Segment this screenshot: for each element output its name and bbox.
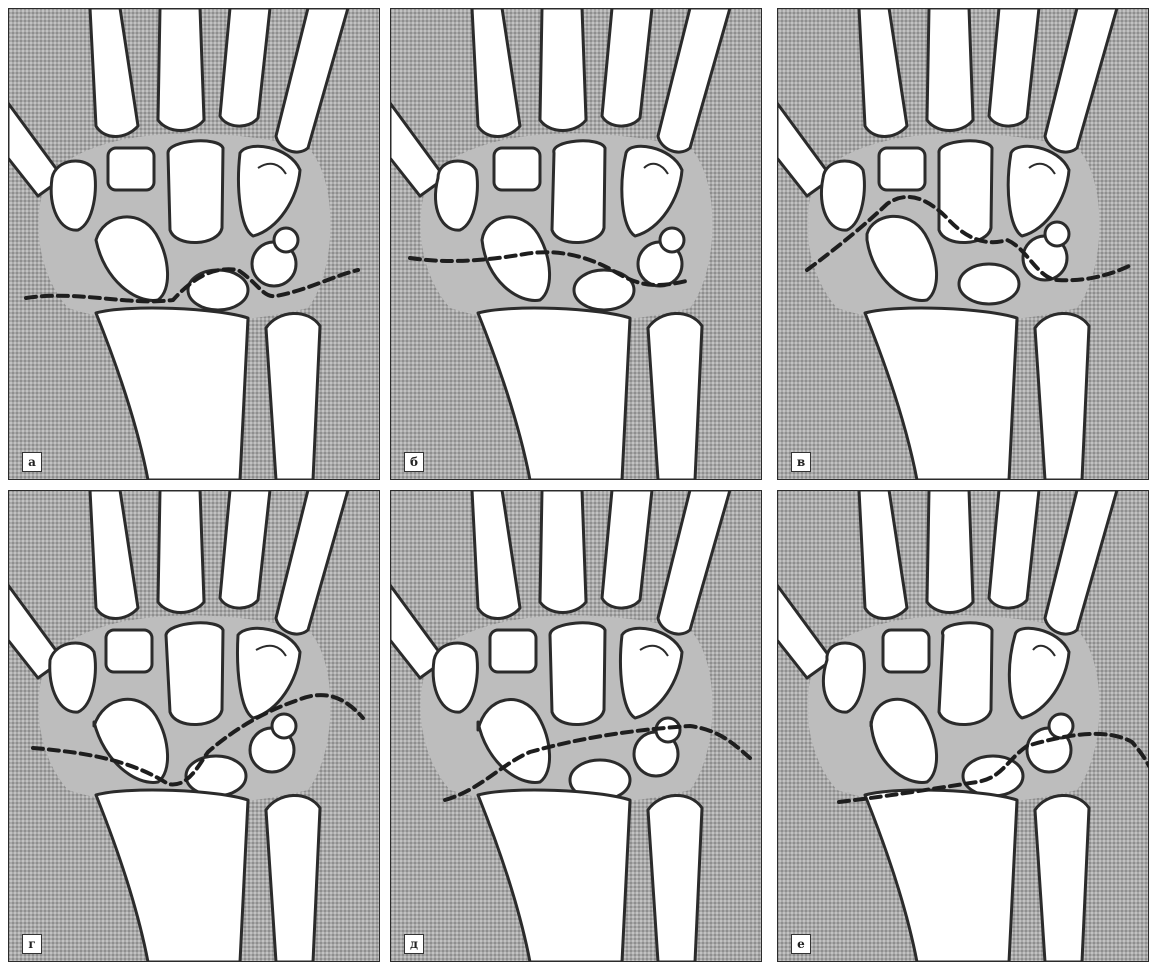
pisiform bbox=[660, 228, 684, 252]
ulna bbox=[1035, 795, 1089, 962]
metacarpal-3 bbox=[927, 8, 973, 131]
panel-label: б bbox=[404, 452, 424, 472]
metacarpal-3 bbox=[158, 490, 204, 613]
lunate bbox=[959, 264, 1019, 304]
trapezium bbox=[51, 161, 95, 230]
lunate bbox=[188, 270, 248, 310]
trapezoid bbox=[106, 630, 152, 672]
pisiform bbox=[1045, 222, 1069, 246]
pisiform bbox=[272, 714, 296, 738]
wrist-diagram-e bbox=[390, 490, 762, 962]
trapezium bbox=[433, 643, 477, 712]
ulna bbox=[266, 313, 320, 480]
trapezoid bbox=[108, 148, 154, 190]
capitate bbox=[552, 141, 605, 243]
trapezoid bbox=[879, 148, 925, 190]
panel-label: a bbox=[22, 452, 42, 472]
capitate bbox=[550, 623, 605, 725]
metacarpal-3 bbox=[927, 490, 973, 613]
lunate bbox=[186, 756, 246, 796]
panel-b: б bbox=[390, 8, 762, 480]
lunate bbox=[963, 756, 1023, 796]
panel-a: a bbox=[8, 8, 380, 480]
trapezium bbox=[435, 161, 477, 230]
panel-c: в bbox=[777, 8, 1149, 480]
trapezoid bbox=[883, 630, 929, 672]
wrist-diagram-d bbox=[8, 490, 380, 962]
trapezium bbox=[823, 643, 864, 712]
metacarpal-3 bbox=[540, 8, 586, 131]
ulna bbox=[1035, 313, 1089, 480]
metacarpal-3 bbox=[158, 8, 204, 131]
ulna bbox=[648, 795, 702, 962]
wrist-diagram-a bbox=[8, 8, 380, 480]
pisiform bbox=[274, 228, 298, 252]
capitate bbox=[168, 141, 223, 243]
ulna bbox=[266, 795, 320, 962]
trapezium bbox=[821, 161, 864, 230]
panel-label: е bbox=[791, 934, 811, 954]
lunate bbox=[574, 270, 634, 310]
capitate bbox=[939, 141, 992, 243]
panel-f: е bbox=[777, 490, 1149, 962]
panel-label: в bbox=[791, 452, 811, 472]
trapezoid bbox=[494, 148, 540, 190]
panel-e: д bbox=[390, 490, 762, 962]
panel-label: г bbox=[22, 934, 42, 954]
panel-d: г bbox=[8, 490, 380, 962]
wrist-diagram-c bbox=[777, 8, 1149, 480]
capitate bbox=[939, 623, 992, 725]
wrist-diagram-b bbox=[390, 8, 762, 480]
panel-label: д bbox=[404, 934, 424, 954]
capitate bbox=[166, 623, 223, 725]
trapezoid bbox=[490, 630, 536, 672]
ulna bbox=[648, 313, 702, 480]
metacarpal-3 bbox=[540, 490, 586, 613]
wrist-diagram-f bbox=[777, 490, 1149, 962]
